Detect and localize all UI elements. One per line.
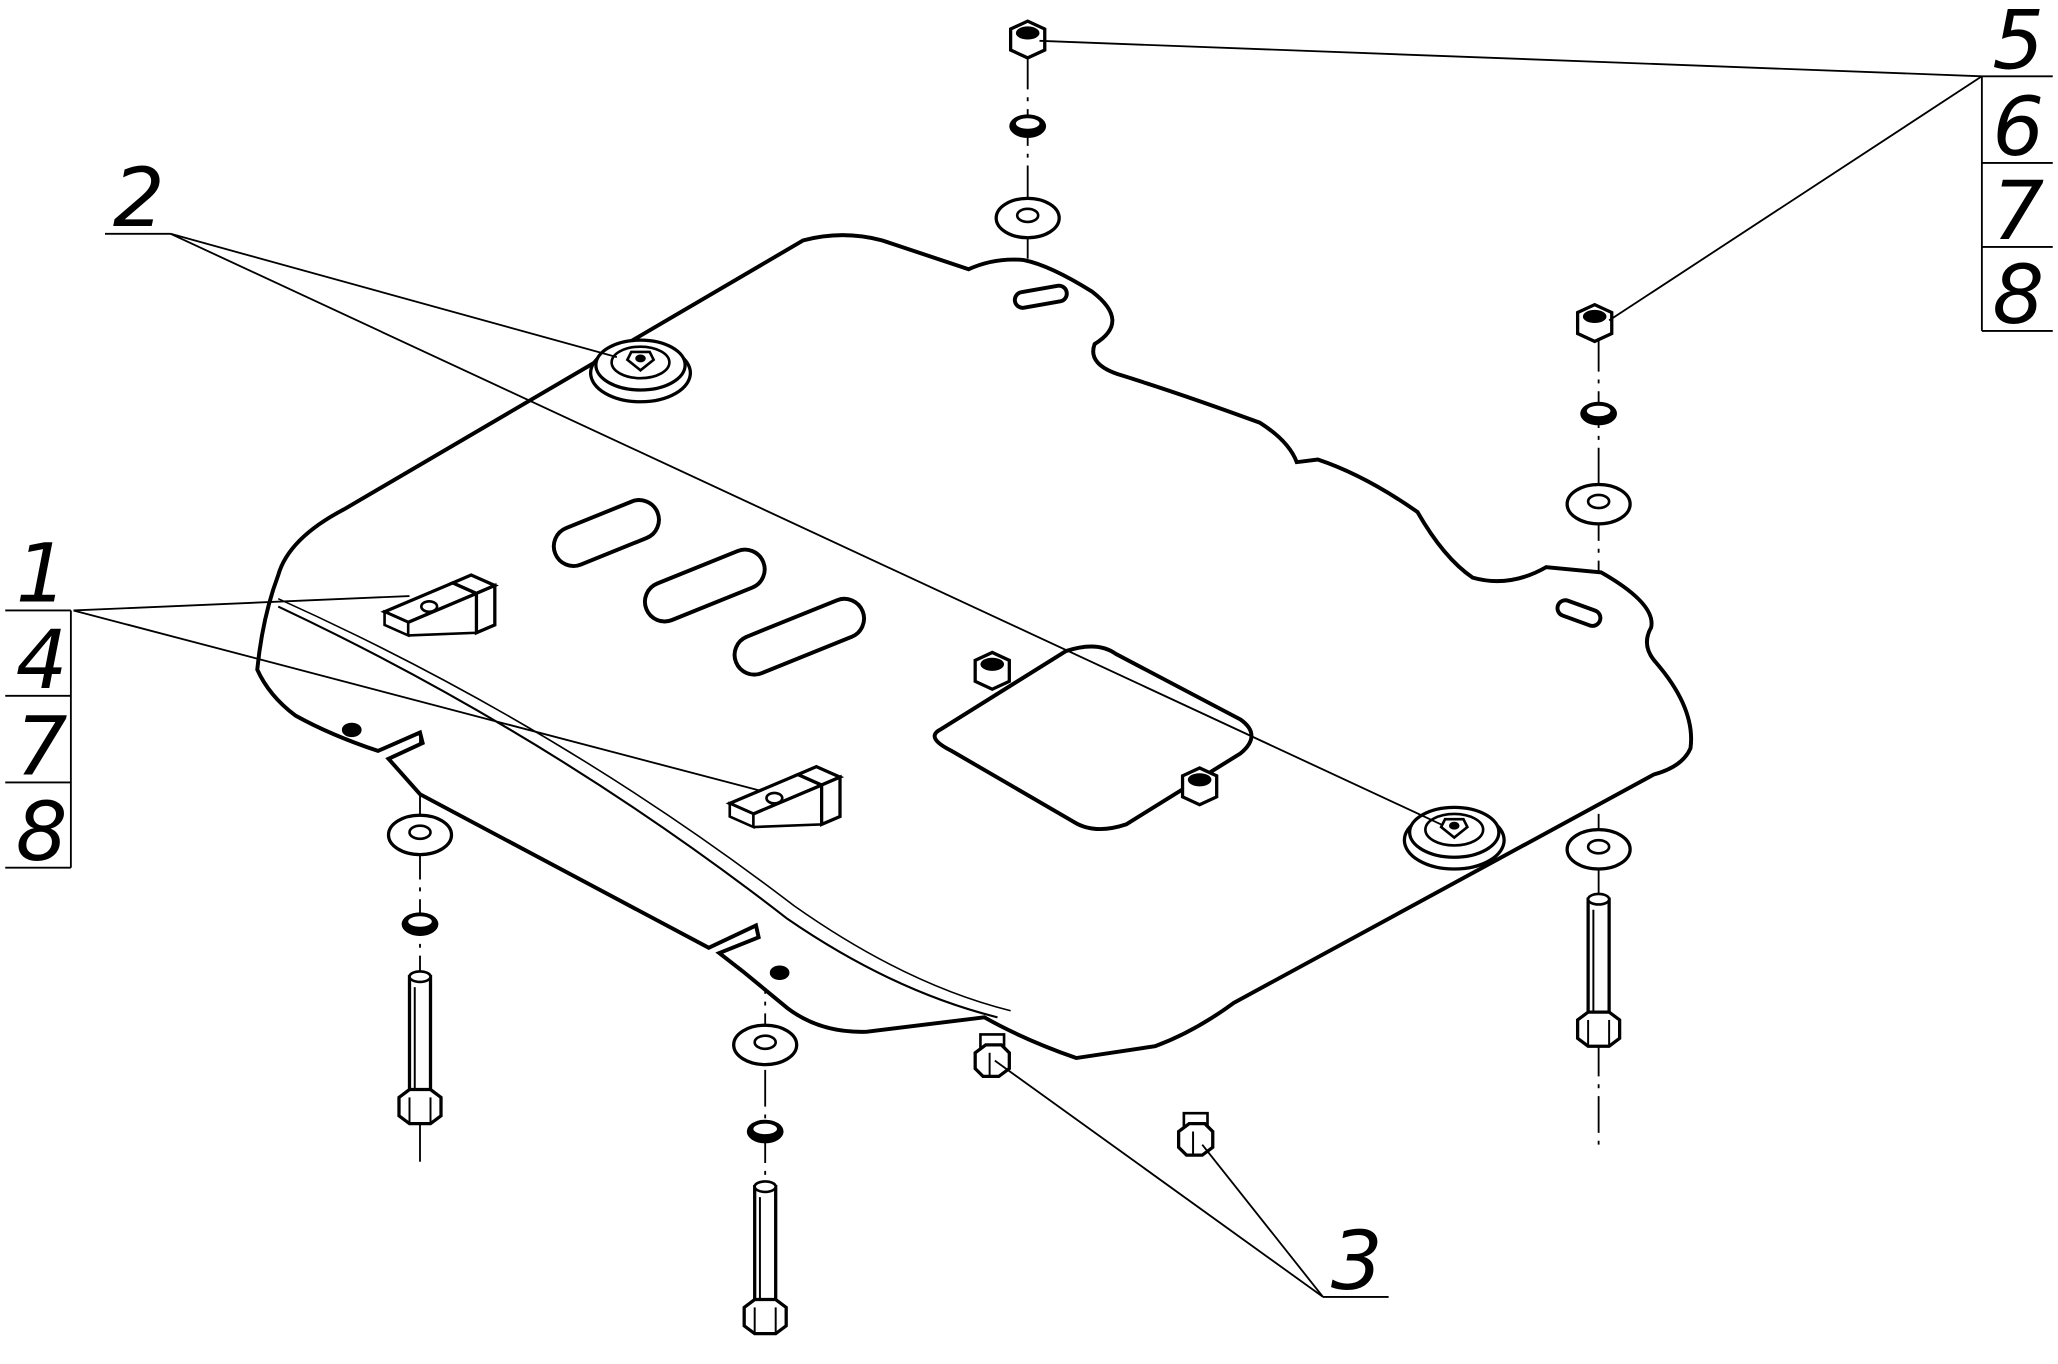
hatch-nut-bottom <box>1180 766 1219 807</box>
label-8-right: 8 <box>1992 248 2044 343</box>
spring-washer-bottom-center <box>746 1119 784 1144</box>
label-8-left: 8 <box>16 785 68 880</box>
hatch-nut-top <box>973 650 1011 691</box>
washer-top-center <box>994 196 1061 240</box>
label-7-left: 7 <box>16 700 68 795</box>
nut-top-center <box>1008 19 1047 60</box>
leader-lines <box>73 39 1983 1298</box>
label-2: 2 <box>113 151 165 246</box>
skid-plate <box>255 233 1694 1061</box>
plate-edge <box>277 605 998 1019</box>
grommet-part-2-right <box>1402 805 1506 871</box>
bolt-bottom-left <box>397 969 443 1126</box>
bolt-bottom-center <box>742 1179 788 1336</box>
screw-part-3-right <box>1176 1111 1215 1157</box>
bolt-bottom-right <box>1575 892 1622 1048</box>
slot-top <box>1012 283 1069 310</box>
label-7-right: 7 <box>1992 164 2044 259</box>
label-3: 3 <box>1331 1214 1383 1309</box>
slot-1 <box>551 498 661 568</box>
washer-top-right <box>1565 482 1632 526</box>
drain-hatch <box>932 644 1254 831</box>
screw-part-3-left <box>973 1032 1011 1079</box>
slot-3 <box>732 596 866 677</box>
label-5: 5 <box>1992 0 2044 88</box>
spring-washer-top-right <box>1580 401 1617 426</box>
callout-box-right <box>1980 75 2053 332</box>
callout-box-left <box>5 609 72 869</box>
washer-bottom-center <box>732 1023 799 1067</box>
grommet-part-2-left <box>588 338 693 404</box>
slot-right <box>1555 598 1603 628</box>
washer-bottom-left <box>386 813 454 857</box>
plate-outline <box>255 233 1694 1061</box>
slot-2 <box>642 547 767 624</box>
washer-bottom-right <box>1565 828 1632 871</box>
spring-washer-top-center <box>1009 114 1047 138</box>
label-6: 6 <box>1992 80 2044 175</box>
nut-top-right <box>1575 303 1614 344</box>
label-4: 4 <box>16 613 68 708</box>
label-1: 1 <box>16 526 68 621</box>
spring-washer-bottom-left <box>401 912 439 936</box>
